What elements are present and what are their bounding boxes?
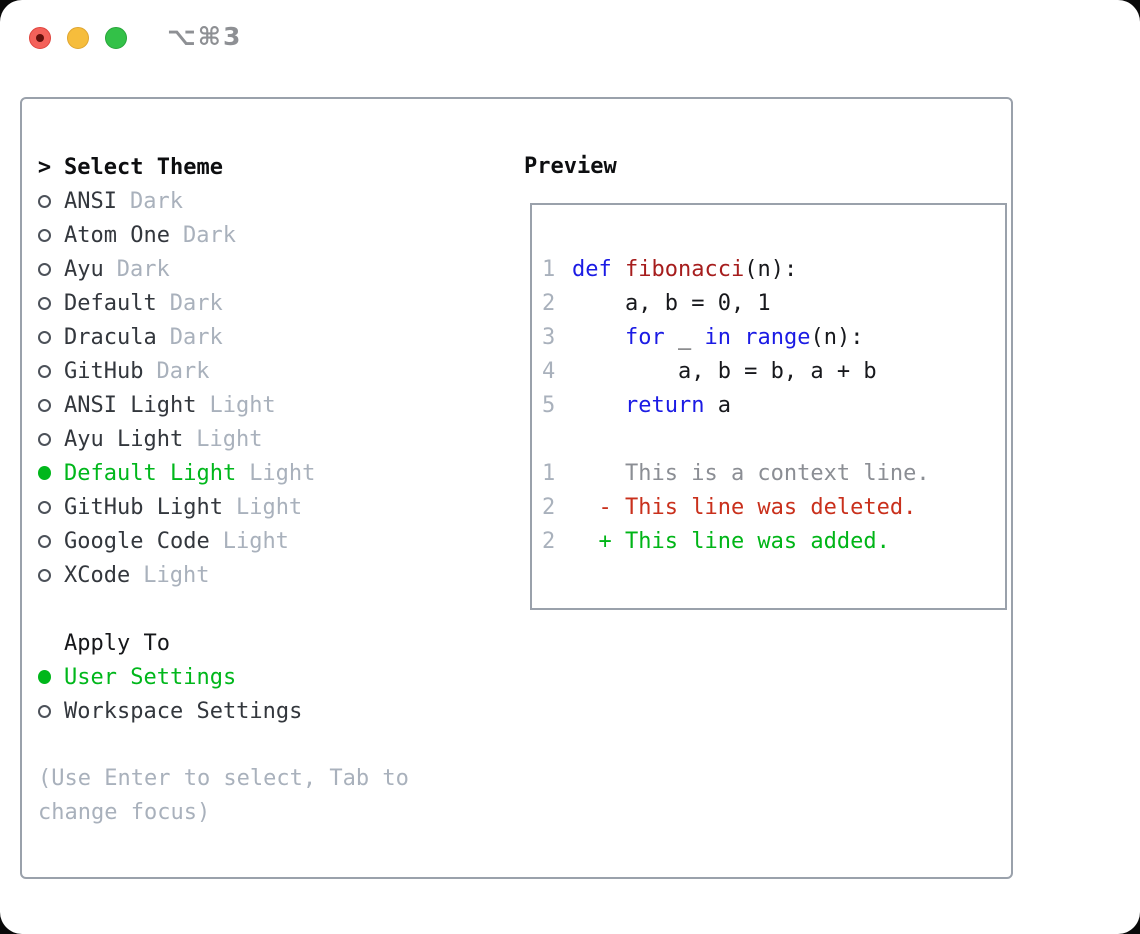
preview-title: Preview (524, 154, 617, 179)
theme-variant: Dark (129, 188, 183, 214)
radio-icon (38, 500, 51, 514)
apply-to-label: Workspace Settings (64, 698, 303, 724)
theme-item[interactable]: Google Code Light (38, 524, 450, 558)
apply-to-option[interactable]: Workspace Settings (38, 694, 450, 728)
theme-item[interactable]: Ayu Light Light (38, 422, 450, 456)
help-hint: (Use Enter to select, Tab to change focu… (38, 766, 409, 825)
apply-to-title: Apply To (64, 630, 170, 656)
theme-item[interactable]: XCode Light (38, 558, 450, 592)
apply-to-label: User Settings (64, 664, 237, 690)
line-number: 5 (542, 393, 556, 418)
window-title: ⌥⌘3 (167, 22, 243, 51)
line-number: 3 (542, 325, 556, 350)
spacer (38, 728, 450, 762)
theme-variant: Light (143, 562, 210, 588)
code-line: 2 a, b = 0, 1 (542, 287, 1005, 321)
theme-name: ANSI Light (64, 392, 197, 418)
theme-item[interactable]: Atom One Dark (38, 218, 450, 252)
code-line (542, 423, 1005, 457)
theme-item[interactable]: GitHub Dark (38, 354, 450, 388)
line-number: 2 (542, 529, 556, 554)
code-line: 5 return a (542, 389, 1005, 423)
theme-variant: Light (222, 528, 289, 554)
close-dot-icon (36, 34, 44, 42)
radio-icon (38, 296, 51, 310)
select-theme-header: > Select Theme (38, 150, 450, 184)
code-line: 1 This is a context line. (542, 457, 1005, 491)
code-line: 3 for _ in range(n): (542, 321, 1005, 355)
theme-variant: Dark (169, 290, 223, 316)
theme-item[interactable]: ANSI Dark (38, 184, 450, 218)
theme-item[interactable]: Default Light Light (38, 456, 450, 490)
line-number: 4 (542, 359, 556, 384)
theme-variant: Dark (116, 256, 170, 282)
theme-name: Ayu Light (64, 426, 184, 452)
theme-variant: Dark (156, 358, 210, 384)
theme-name: ANSI (64, 188, 117, 214)
select-theme-title: Select Theme (64, 154, 223, 180)
theme-item[interactable]: Ayu Dark (38, 252, 450, 286)
line-number: 2 (542, 291, 556, 316)
theme-item[interactable]: ANSI Light Light (38, 388, 450, 422)
radio-selected-icon (38, 466, 51, 480)
focus-cursor-icon: > (37, 154, 52, 180)
line-number: 1 (542, 257, 556, 282)
theme-item[interactable]: GitHub Light Light (38, 490, 450, 524)
theme-variant: Light (249, 460, 316, 486)
radio-icon (38, 364, 51, 378)
apply-to-option[interactable]: User Settings (38, 660, 450, 694)
radio-icon (38, 568, 51, 582)
apply-to-header: Apply To (38, 626, 450, 660)
theme-item[interactable]: Default Dark (38, 286, 450, 320)
code-line: 4 a, b = b, a + b (542, 355, 1005, 389)
radio-icon (38, 262, 51, 276)
theme-variant: Dark (169, 324, 223, 350)
zoom-button[interactable] (105, 27, 127, 49)
radio-icon (38, 228, 51, 242)
radio-icon (38, 398, 51, 412)
code-line: 2 + This line was added. (542, 525, 1005, 559)
radio-icon (38, 704, 51, 718)
theme-name: GitHub Light (64, 494, 223, 520)
theme-variant: Dark (182, 222, 236, 248)
radio-icon (38, 432, 51, 446)
theme-name: Default (64, 290, 157, 316)
radio-icon (38, 534, 51, 548)
theme-variant: Light (209, 392, 276, 418)
theme-name: Ayu (64, 256, 104, 282)
radio-icon (38, 194, 51, 208)
radio-selected-icon (38, 670, 51, 684)
theme-name: XCode (64, 562, 131, 588)
theme-name: Atom One (64, 222, 170, 248)
theme-item[interactable]: Dracula Dark (38, 320, 450, 354)
theme-name: Default Light (64, 460, 237, 486)
theme-name: Dracula (64, 324, 157, 350)
code-line: 2 - This line was deleted. (542, 491, 1005, 525)
spacer (38, 592, 450, 626)
theme-name: GitHub (64, 358, 144, 384)
line-number: 2 (542, 495, 556, 520)
theme-name: Google Code (64, 528, 210, 554)
line-number: 1 (542, 461, 556, 486)
traffic-lights (29, 27, 127, 49)
radio-icon (38, 330, 51, 344)
close-button[interactable] (29, 27, 51, 49)
theme-variant: Light (196, 426, 263, 452)
minimize-button[interactable] (67, 27, 89, 49)
theme-variant: Light (235, 494, 303, 520)
